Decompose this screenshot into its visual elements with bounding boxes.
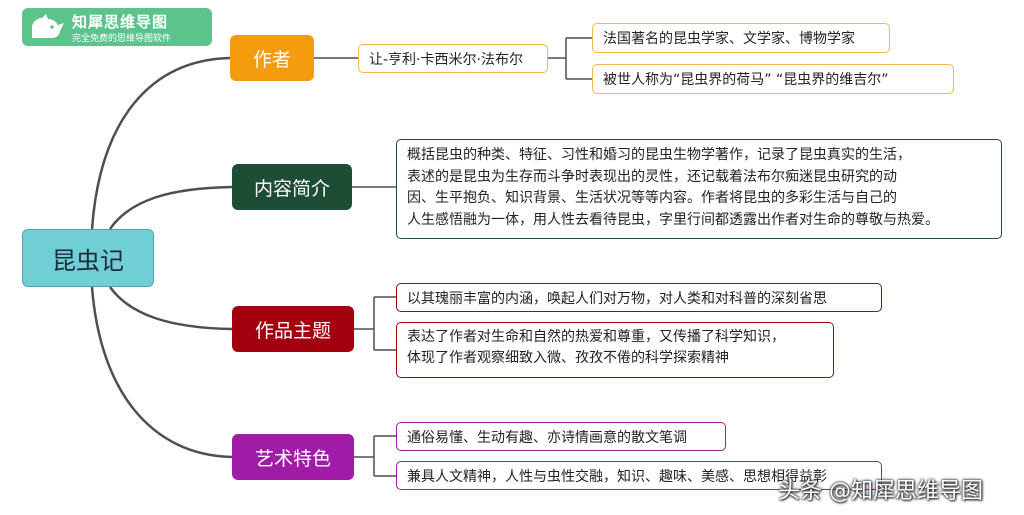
link-root-theme: [108, 286, 233, 331]
art-item-1[interactable]: 通俗易懂、生动有趣、亦诗情画意的散文笔调: [396, 422, 726, 451]
root-node[interactable]: 昆虫记: [22, 229, 154, 287]
link-root-author: [90, 56, 231, 230]
author-detail-2[interactable]: 被世人称为“昆虫界的荷马” “昆虫界的维吉尔”: [592, 64, 954, 94]
summary-line: 概括昆虫的种类、特征、习性和婚习的昆虫生物学著作，记录了昆虫真实的生活，: [407, 147, 911, 163]
art-item-2[interactable]: 兼具人文精神，人性与虫性交融，知识、趣味、美感、思想相得益彰: [396, 461, 882, 490]
theme-item-2-line: 表达了作者对生命和自然的热爱和尊重，又传播了科学知识，: [407, 329, 785, 345]
summary-line: 因、生平抱负、知识背景、生活状况等等内容。作者将昆虫的多彩生活与自己的: [407, 190, 897, 206]
author-name[interactable]: 让-亨利·卡西米尔·法布尔: [358, 44, 548, 73]
summary-line: 人生感悟融为一体，用人性去看待昆虫，字里行间都透露出作者对生命的尊敬与热爱。: [407, 211, 939, 228]
theme-item-2[interactable]: 表达了作者对生命和自然的热爱和尊重，又传播了科学知识， 体现了作者观察细致入微、…: [396, 322, 834, 378]
link-root-summary: [108, 185, 233, 230]
theme-item-2-line: 体现了作者观察细致入微、孜孜不倦的科学探索精神: [407, 350, 729, 366]
watermark: 头条 @知犀思维导图: [778, 479, 983, 504]
app-logo: 知犀思维导图 完全免费的思维导图软件: [22, 8, 212, 46]
branch-summary[interactable]: 内容简介: [232, 164, 352, 210]
branch-art[interactable]: 艺术特色: [232, 434, 354, 480]
summary-text[interactable]: 概括昆虫的种类、特征、习性和婚习的昆虫生物学著作，记录了昆虫真实的生活， 表述的…: [396, 139, 1002, 239]
summary-line: 表述的是昆虫为生存而斗争时表现出的灵性，还记载着法布尔痴迷昆虫研究的动: [407, 168, 897, 185]
link-art-items: [354, 435, 396, 477]
logo-tagline: 完全免费的思维导图软件: [72, 34, 172, 44]
link-name-details: [548, 37, 592, 80]
link-theme-items: [354, 296, 396, 351]
branch-theme[interactable]: 作品主题: [232, 306, 354, 352]
theme-item-1[interactable]: 以其瑰丽丰富的内涵，唤起人们对万物，对人类和对科普的深刻省思: [396, 283, 882, 312]
author-detail-1[interactable]: 法国著名的昆虫学家、文学家、博物学家: [592, 23, 890, 53]
rhino-icon: [32, 14, 64, 38]
link-root-art: [90, 286, 233, 459]
branch-author[interactable]: 作者: [230, 35, 314, 81]
logo-brand: 知犀思维导图: [72, 13, 169, 31]
